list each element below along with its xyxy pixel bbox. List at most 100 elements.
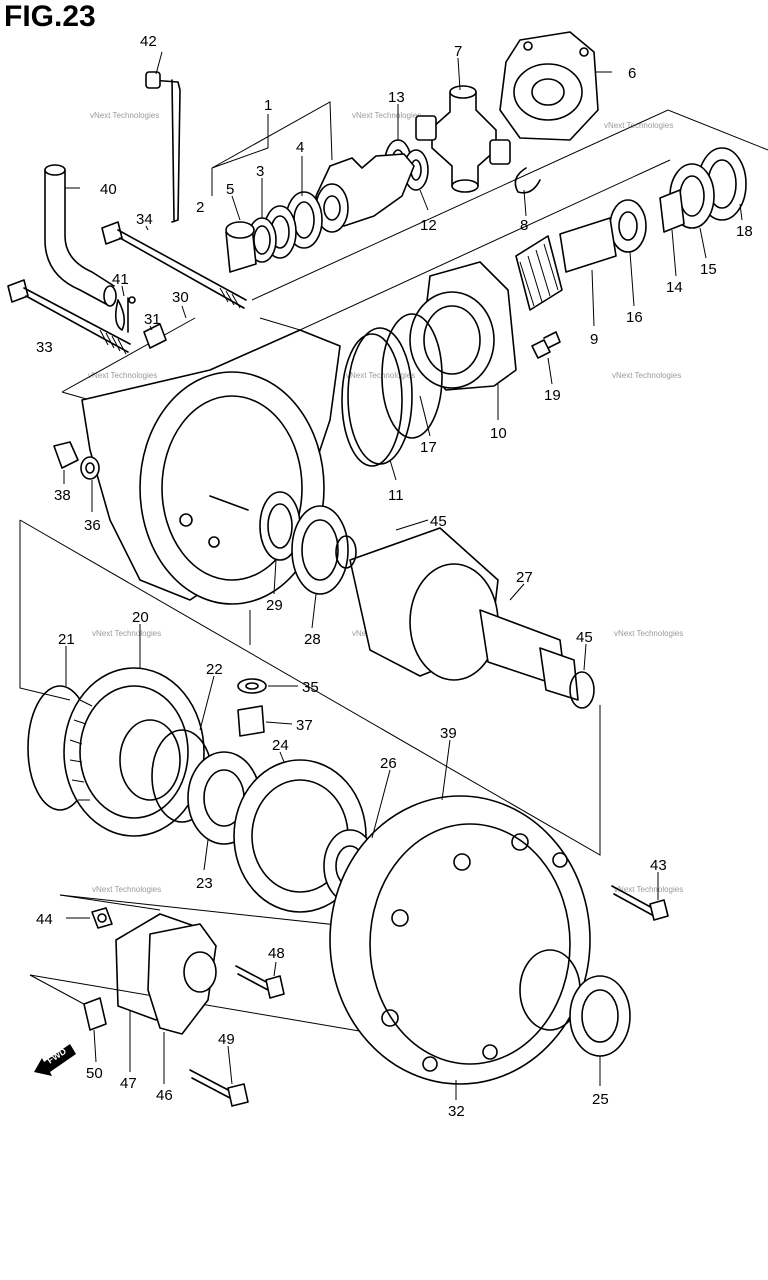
part-label-2: 2 [196,199,204,216]
part-label-46: 46 [156,1087,173,1104]
part-14-spacer [659,189,685,233]
part-number-labels: 1 2 3 4 5 6 7 8 9 10 11 12 13 14 15 16 1… [36,33,753,1120]
part-label-21: 21 [58,631,75,648]
part-49-bolt [189,1069,249,1107]
part-19-bolt [531,331,561,359]
part-label-10: 10 [490,425,507,442]
part-37-plug [237,705,265,737]
part-label-11: 11 [388,487,404,504]
watermark: vNext Technologies [604,121,673,130]
watermark: vNext Technologies [92,629,161,638]
part-33-bolt [7,279,131,355]
part-label-5: 5 [226,181,234,198]
part-label-15: 15 [700,261,717,278]
part-label-45: 45 [430,513,447,530]
part-label-48: 48 [268,945,285,962]
figure-title: FIG.23 [4,0,96,33]
part-10-retainer [409,261,517,391]
part-43-bolt [611,885,669,921]
watermark: vNext Technologies [612,371,681,380]
part-28-bearing [291,505,349,595]
part-label-9: 9 [590,331,598,348]
part-8-snap-ring [514,167,541,194]
part-label-8: 8 [520,217,528,234]
part-16-bearing [609,199,647,253]
part-label-28: 28 [304,631,321,648]
part-48-bolt [235,965,285,999]
part-46-bracket [147,923,217,1035]
part-35-washer [237,678,267,694]
part-9-drive-pinion [515,217,617,311]
part-36-gasket [80,456,100,480]
part-31-plug [143,323,167,349]
part-label-37: 37 [296,717,313,734]
part-label-44: 44 [36,911,53,928]
watermark: vNext Technologies [92,885,161,894]
part-label-39: 39 [440,725,457,742]
part-label-3: 3 [256,163,264,180]
part-label-42: 42 [140,33,157,50]
part-label-27: 27 [516,569,533,586]
part-label-34: 34 [136,211,153,228]
part-38-plug [53,441,79,469]
forward-arrow-icon: FWD [34,1044,76,1076]
part-2-collar [225,221,257,273]
part-7-universal-joint-spider [415,85,511,193]
part-label-49: 49 [218,1031,235,1048]
watermark: vNext Technologies [614,885,683,894]
part-label-40: 40 [100,181,117,198]
part-label-19: 19 [544,387,561,404]
part-label-31: 31 [144,311,161,328]
part-label-32: 32 [448,1103,465,1120]
part-label-26: 26 [380,755,397,772]
part-label-50: 50 [86,1065,103,1082]
watermark: vNext Technologies [614,629,683,638]
part-40-breather-hose [44,164,117,307]
part-20-ring-gear [63,667,205,837]
leader-lines [63,51,743,1100]
part-label-13: 13 [388,89,405,106]
part-label-17: 17 [420,439,437,456]
part-label-23: 23 [196,875,213,892]
part-label-36: 36 [84,517,101,534]
part-27-output-shaft [349,527,579,701]
part-17-gasket [381,313,443,439]
part-label-4: 4 [296,139,304,156]
watermark: vNext Technologies [88,371,157,380]
part-41-hose-clamp [114,296,136,333]
part-label-47: 47 [120,1075,137,1092]
part-label-24: 24 [272,737,289,754]
part-label-16: 16 [626,309,643,326]
part-29-seal [259,491,301,561]
part-label-7: 7 [454,43,462,60]
part-label-29: 29 [266,597,283,614]
part-label-45b: 45 [576,629,593,646]
part-label-41: 41 [112,271,129,288]
assembly-boundary-lines [19,101,768,1061]
part-42-breather-clip [145,71,181,223]
part-label-14: 14 [666,279,683,296]
part-label-30: 30 [172,289,189,306]
watermark: vNext Technologies [346,371,415,380]
part-label-1: 1 [264,97,272,114]
part-label-20: 20 [132,609,149,626]
part-45-snap-ring [569,671,595,709]
part-label-18: 18 [736,223,753,240]
part-label-33: 33 [36,339,53,356]
part-label-6: 6 [628,65,636,82]
part-6-flange-yoke [499,31,599,141]
part-45-snap-ring [335,535,357,569]
part-32-differential-case [329,795,591,1085]
part-11-shim [341,327,413,467]
part-label-43: 43 [650,857,667,874]
part-label-12: 12 [420,217,437,234]
part-34-bolt [101,221,247,309]
part-1-yoke-assembly [315,153,415,233]
watermark: vNext Technologies [90,111,159,120]
part-44-nut [91,907,113,929]
part-25-seal [569,975,631,1057]
watermark: vNext Technologies [352,111,421,120]
part-label-25: 25 [592,1091,609,1108]
part-label-35: 35 [302,679,319,696]
